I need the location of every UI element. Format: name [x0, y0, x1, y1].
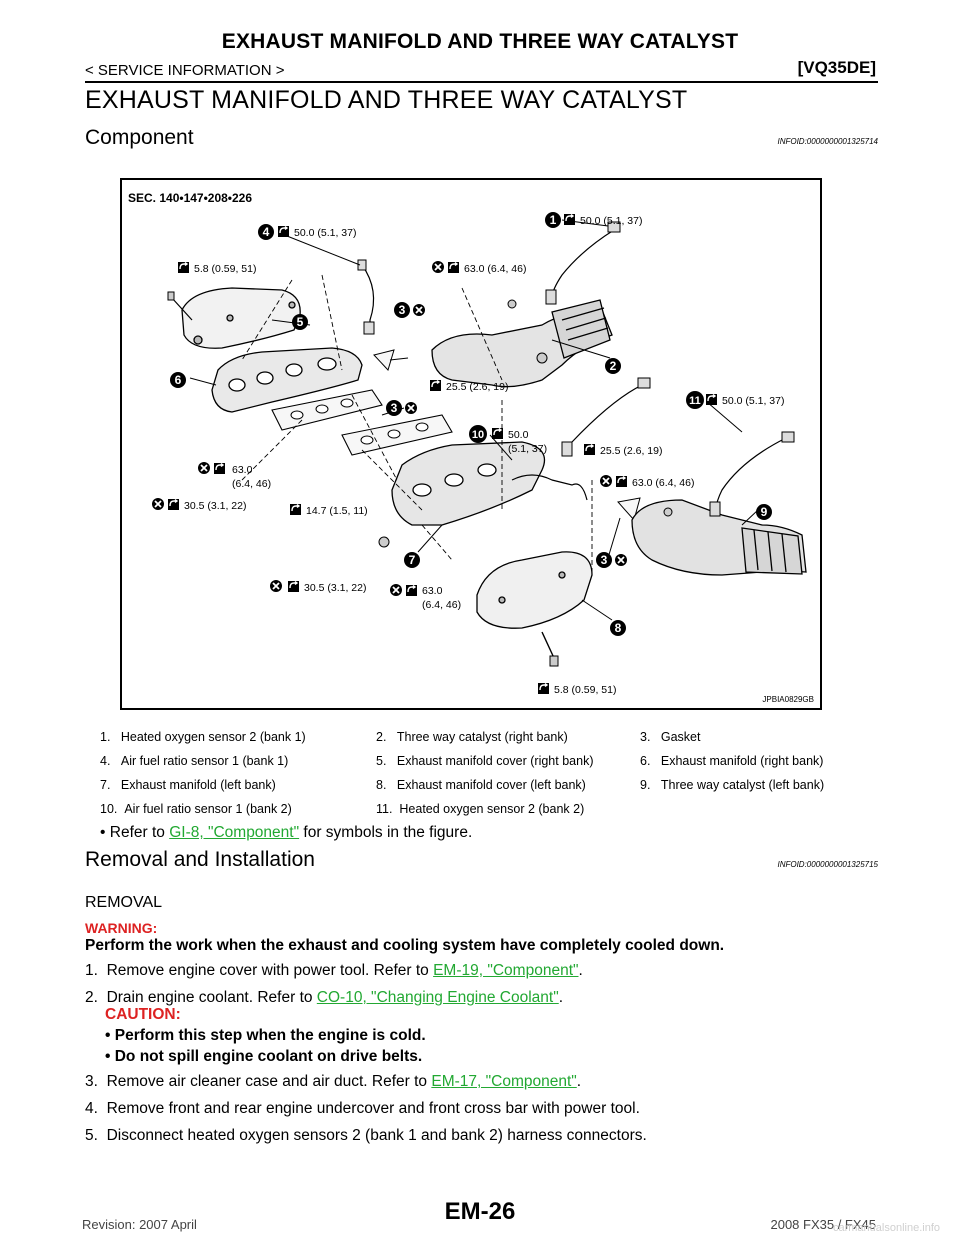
removal-infoid: INFOID:0000000001325715: [777, 860, 878, 869]
legend-item: 11. Heated oxygen sensor 2 (bank 2): [376, 802, 585, 816]
torque-label: (6.4, 46): [232, 478, 271, 490]
header-rule: [85, 81, 878, 83]
caution-item: • Perform this step when the engine is c…: [105, 1027, 426, 1044]
callout-11: 11: [686, 391, 704, 409]
legend-item: 1. Heated oxygen sensor 2 (bank 1): [100, 730, 306, 744]
legend-item: 7. Exhaust manifold (left bank): [100, 778, 276, 792]
svg-text:4: 4: [263, 225, 270, 239]
manifold-cover-right: [181, 287, 301, 349]
torque-label: 25.5 (2.6, 19): [600, 445, 662, 457]
page-title: EXHAUST MANIFOLD AND THREE WAY CATALYST: [85, 86, 688, 114]
removal-heading: Removal and Installation: [85, 848, 315, 871]
link-em-19[interactable]: EM-19, "Component": [433, 962, 579, 979]
legend-item: 5. Exhaust manifold cover (right bank): [376, 754, 594, 768]
header-title: EXHAUST MANIFOLD AND THREE WAY CATALYST: [221, 30, 739, 53]
link-em-17[interactable]: EM-17, "Component": [431, 1073, 577, 1090]
link-gi-8[interactable]: GI-8, "Component": [169, 824, 300, 841]
watermark: carmanualsonline.info: [832, 1222, 940, 1234]
warning-label: WARNING:: [85, 920, 158, 936]
exhaust-manifold-left: [391, 441, 546, 526]
svg-text:5: 5: [297, 315, 304, 329]
legend-item: 4. Air fuel ratio sensor 1 (bank 1): [100, 754, 289, 768]
step-1: 1. Remove engine cover with power tool. …: [85, 962, 583, 979]
removal-subheading: REMOVAL: [85, 894, 163, 911]
torque-label: 25.5 (2.6, 19): [446, 381, 508, 393]
torque-label: 50.0 (5.1, 37): [580, 215, 642, 227]
torque-label: 30.5 (3.1, 22): [304, 582, 366, 594]
legend-item: 8. Exhaust manifold cover (left bank): [376, 778, 586, 792]
torque-label: 30.5 (3.1, 22): [184, 500, 246, 512]
symbol-note: • Refer to GI-8, "Component" for symbols…: [100, 824, 473, 841]
svg-text:8: 8: [615, 621, 622, 635]
legend-item: 3. Gasket: [640, 730, 701, 744]
callout-5: 5: [292, 314, 308, 330]
callout-9: 9: [756, 504, 772, 520]
svg-text:9: 9: [761, 505, 768, 519]
svg-text:7: 7: [409, 553, 416, 567]
callout-4: 4: [258, 224, 274, 240]
torque-label: 5.8 (0.59, 51): [194, 263, 256, 275]
svg-text:3: 3: [601, 553, 608, 567]
torque-label: 14.7 (1.5, 11): [306, 505, 368, 517]
component-infoid: INFOID:0000000001325714: [777, 137, 878, 146]
footer-revision: Revision: 2007 April: [82, 1217, 197, 1232]
svg-text:3: 3: [399, 303, 406, 317]
svg-text:2: 2: [610, 359, 617, 373]
three-way-catalyst-right: [431, 299, 613, 388]
header-model: [VQ35DE]: [797, 58, 876, 77]
step-2: 2. Drain engine coolant. Refer to CO-10,…: [85, 989, 564, 1006]
diagram-code: JPBIA0829GB: [762, 695, 814, 704]
legend-item: 10. Air fuel ratio sensor 1 (bank 2): [100, 802, 292, 816]
callout-6: 6: [170, 372, 186, 388]
link-co-10[interactable]: CO-10, "Changing Engine Coolant": [316, 989, 559, 1006]
svg-text:10: 10: [472, 429, 484, 441]
caution-label: CAUTION:: [105, 1006, 181, 1023]
svg-text:3: 3: [391, 401, 398, 415]
caution-item: • Do not spill engine coolant on drive b…: [105, 1048, 423, 1065]
torque-label: 63.0: [232, 464, 253, 476]
callout-2: 2: [605, 358, 621, 374]
component-diagram: SEC. 140•147•208•226: [120, 178, 822, 710]
footer-model: 2008 FX35 / FX45: [770, 1217, 876, 1232]
svg-text:6: 6: [175, 373, 182, 387]
torque-label: (5.1, 37): [508, 443, 547, 455]
three-way-catalyst-left: [631, 499, 807, 576]
manifold-cover-left: [476, 551, 593, 629]
torque-label: 63.0 (6.4, 46): [632, 477, 694, 489]
header-section: < SERVICE INFORMATION >: [85, 62, 285, 79]
svg-text:11: 11: [689, 395, 701, 407]
torque-label: 50.0 (5.1, 37): [294, 227, 356, 239]
torque-label: 50.0: [508, 429, 529, 441]
legend: 1. Heated oxygen sensor 2 (bank 1) 2. Th…: [100, 730, 880, 826]
step-4: 4. Remove front and rear engine undercov…: [85, 1100, 640, 1117]
component-heading: Component: [85, 126, 194, 149]
callout-3c: 3: [596, 552, 612, 568]
callout-10: 10: [469, 425, 487, 443]
torque-label: 63.0 (6.4, 46): [464, 263, 526, 275]
torque-label: 5.8 (0.59, 51): [554, 684, 616, 696]
diagram-sec: SEC. 140•147•208•226: [128, 191, 252, 205]
svg-text:1: 1: [550, 213, 557, 227]
callout-1: 1: [545, 212, 561, 228]
legend-item: 9. Three way catalyst (left bank): [640, 778, 825, 792]
torque-label: 63.0: [422, 585, 443, 597]
step-3: 3. Remove air cleaner case and air duct.…: [85, 1073, 582, 1090]
callout-7: 7: [404, 552, 420, 568]
exhaust-manifold-right: [211, 347, 363, 413]
warning-text: Perform the work when the exhaust and co…: [85, 937, 725, 954]
legend-item: 2. Three way catalyst (right bank): [376, 730, 568, 744]
page-number: EM-26: [444, 1198, 516, 1225]
callout-3a: 3: [394, 302, 410, 318]
legend-item: 6. Exhaust manifold (right bank): [640, 754, 824, 768]
step-5: 5. Disconnect heated oxygen sensors 2 (b…: [85, 1127, 647, 1144]
torque-label: (6.4, 46): [422, 599, 461, 611]
torque-label: 50.0 (5.1, 37): [722, 395, 784, 407]
callout-8: 8: [610, 620, 626, 636]
callout-3b: 3: [386, 400, 402, 416]
